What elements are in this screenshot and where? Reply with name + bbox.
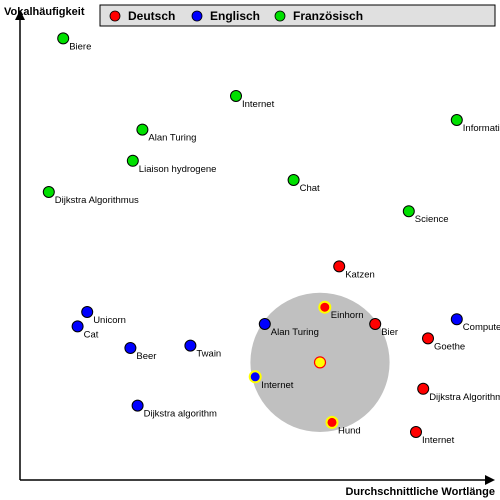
data-point-französisch-label: Information: [463, 123, 500, 134]
legend-label-französisch: Französisch: [293, 9, 363, 23]
legend-marker-englisch: [191, 10, 203, 22]
data-point-englisch: [258, 318, 271, 330]
data-point-französisch-label: Dijkstra Algorithmus: [55, 195, 139, 206]
legend-marker-deutsch: [109, 10, 121, 22]
data-point-französisch-label: Internet: [242, 99, 275, 110]
data-point-deutsch: [333, 260, 346, 273]
data-point-französisch: [230, 90, 242, 102]
data-point-deutsch-label: Goethe: [434, 341, 465, 352]
data-point-französisch: [57, 32, 70, 45]
data-point-französisch-label: Chat: [300, 183, 320, 194]
data-point-englisch-label: Twain: [196, 349, 221, 360]
legend: Deutsch Englisch Französisch: [99, 4, 496, 27]
legend-label-deutsch: Deutsch: [128, 9, 175, 23]
data-point-deutsch-label: Katzen: [345, 269, 375, 280]
data-point-englisch: [184, 339, 197, 352]
data-point-französisch-label: Biere: [69, 41, 91, 52]
neighbor-point: [325, 415, 339, 429]
data-point-englisch-label: Alan Turing: [271, 327, 319, 338]
data-point-französisch-label: Science: [415, 214, 449, 225]
data-point-englisch-label: Beer: [136, 351, 156, 362]
x-axis-arrow: [485, 475, 495, 485]
data-point-englisch-label: Cat: [84, 329, 99, 340]
data-point-deutsch-label: Dijkstra Algorithmus: [429, 392, 500, 403]
neighbor-point: [248, 370, 262, 384]
data-point-deutsch-label: Bier: [381, 327, 398, 338]
legend-label-englisch: Englisch: [210, 9, 260, 23]
query-point: [313, 356, 327, 369]
neighbor-point: [318, 300, 332, 314]
data-point-deutsch: [422, 332, 434, 345]
data-point-deutsch: [369, 318, 382, 330]
data-point-französisch: [402, 205, 415, 218]
data-point-englisch: [71, 320, 84, 333]
data-point-englisch: [81, 306, 94, 318]
data-point-deutsch: [410, 426, 422, 438]
legend-marker-französisch: [274, 10, 286, 22]
y-axis-arrow: [15, 10, 25, 20]
data-point-deutsch-label: Internet: [422, 435, 455, 446]
data-point-englisch-label: Computer: [463, 322, 500, 333]
data-point-englisch: [124, 342, 137, 354]
data-point-englisch-label: Unicorn: [93, 315, 126, 326]
data-point-französisch: [42, 186, 55, 198]
data-point-englisch: [450, 313, 463, 326]
neighbor-point-label: Einhorn: [331, 310, 364, 321]
data-point-französisch: [450, 114, 463, 126]
y-axis-label: Vokalhäufigkeit: [4, 6, 85, 18]
neighbor-point-label: Internet: [261, 380, 294, 391]
data-point-französisch-label: Liaison hydrogene: [139, 164, 217, 175]
data-point-französisch: [136, 123, 149, 136]
data-point-deutsch: [417, 382, 430, 395]
data-point-englisch-label: Dijkstra algorithm: [144, 409, 217, 420]
data-point-französisch: [287, 174, 300, 186]
data-point-englisch: [131, 399, 144, 412]
data-point-französisch-label: Alan Turing: [148, 133, 196, 144]
x-axis-label: Durchschnittliche Wortlänge: [345, 486, 495, 498]
neighbor-point-label: Hund: [338, 425, 361, 436]
data-point-französisch: [126, 154, 139, 167]
